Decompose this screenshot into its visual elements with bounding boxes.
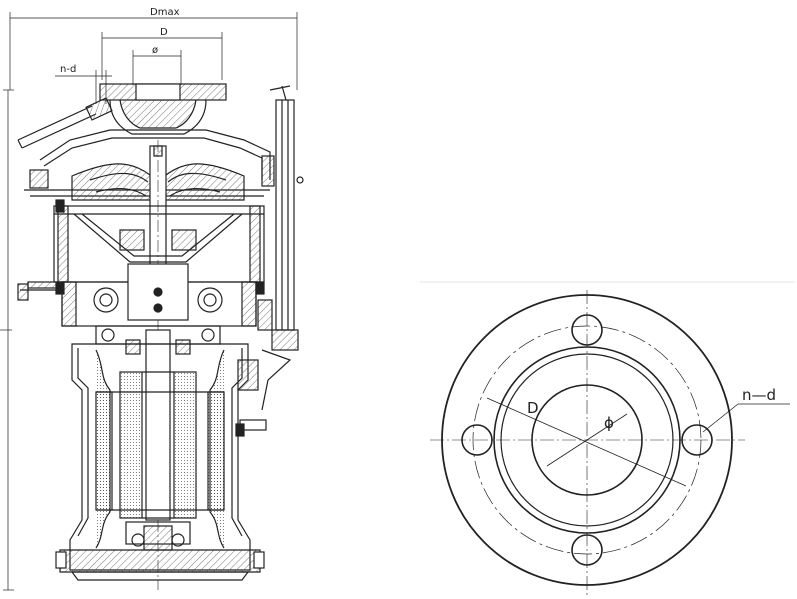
lower-bearing	[125, 521, 191, 551]
nd-label-section: n-d	[60, 64, 76, 75]
stator-winding	[95, 349, 225, 549]
cable-duct	[237, 85, 304, 431]
lifting-handle	[17, 97, 113, 149]
bore-dimension-line	[546, 413, 628, 467]
motor-base	[55, 549, 265, 581]
pcd-dimension-line	[486, 397, 687, 487]
dmax-label: Dmax	[150, 7, 180, 18]
flange-plan-view: D ϕ n—d	[420, 281, 795, 595]
nd-leader	[702, 403, 739, 433]
dimension-lines	[0, 12, 298, 591]
d-label-section: D	[160, 27, 168, 38]
fasteners	[27, 199, 265, 437]
bore-label-flange: ϕ	[604, 414, 614, 432]
pump-shaft	[145, 140, 171, 590]
d-label-flange: D	[527, 399, 539, 417]
discharge-flange	[99, 83, 227, 135]
seal-housing	[17, 263, 273, 331]
bore-label-section: ø	[152, 45, 158, 56]
nd-label-flange: n—d	[742, 386, 776, 404]
pump-section-view: Dmax D ø n-d	[0, 7, 304, 591]
rotor	[119, 371, 197, 519]
